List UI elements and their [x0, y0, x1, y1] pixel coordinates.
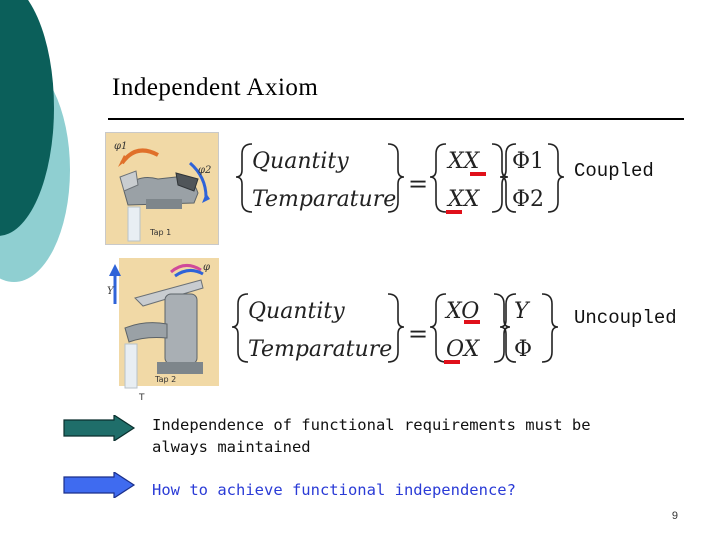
tap2-t-symbol: T — [138, 393, 145, 403]
equation-coupled: Quantity Temparature = XX XX Φ1 Φ2 — [236, 140, 566, 220]
page-number: 9 — [672, 510, 678, 522]
eq2-lhs-temperature: Temparature — [248, 337, 392, 362]
eq2-matrix-bottom: OX — [446, 337, 481, 362]
eq1-matrix-top: XX — [446, 149, 481, 174]
eq1-matrix-bottom: XX — [446, 187, 481, 212]
eq2-zero-marker-top — [464, 320, 480, 324]
question-note: How to achieve functional independence? — [152, 479, 516, 501]
slide-title: Independent Axiom — [112, 74, 318, 102]
eq1-lhs-quantity: Quantity — [252, 149, 349, 174]
eq1-coupling-marker-bottom — [446, 210, 462, 214]
eq2-zero-marker-bottom — [444, 360, 460, 364]
eq1-coupling-marker-top — [470, 172, 486, 176]
tap1-phi1-symbol: φ1 — [114, 141, 127, 152]
tap2-phi-symbol: φ — [203, 262, 210, 273]
uncoupled-label: Uncoupled — [574, 307, 677, 329]
tap1-caption: Tap 1 — [149, 228, 171, 237]
tap2-caption: Tap 2 — [154, 375, 176, 384]
eq2-rhs-top: Y — [514, 299, 531, 324]
eq1-equals: = — [408, 170, 428, 198]
arrow-right-icon — [62, 415, 136, 441]
eq1-lhs-temperature: Temparature — [252, 187, 396, 212]
decorative-left-shapes — [0, 0, 90, 300]
arrow-right-icon — [62, 472, 136, 498]
coupled-label: Coupled — [574, 160, 654, 182]
tap2-image: Y φ T Tap 2 — [105, 258, 227, 404]
eq1-rhs-top: Φ1 — [512, 149, 544, 174]
independence-note: Independence of functional requirements … — [152, 414, 622, 458]
eq2-equals: = — [408, 320, 428, 348]
equation-uncoupled: Quantity Temparature = XO OX Y Φ — [232, 290, 562, 370]
eq1-rhs-bottom: Φ2 — [512, 187, 544, 212]
tap1-image: φ1 φ2 Tap 1 — [105, 132, 219, 245]
tap1-phi2-symbol: φ2 — [198, 165, 211, 176]
eq2-rhs-bottom: Φ — [514, 337, 532, 362]
eq2-lhs-quantity: Quantity — [248, 299, 345, 324]
title-underline — [108, 118, 684, 120]
